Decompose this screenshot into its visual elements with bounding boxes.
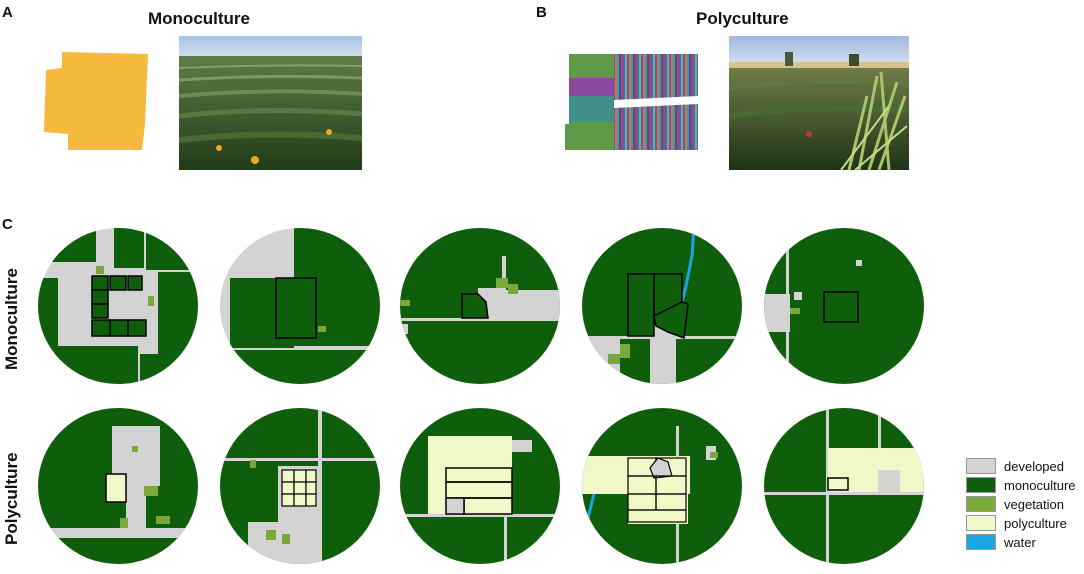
polyculture-field-shape <box>565 54 698 150</box>
map-monoculture-2 <box>220 228 380 384</box>
row-label-polyculture: Polyculture <box>2 452 21 545</box>
legend-swatch-water <box>966 534 996 550</box>
map-polyculture-5 <box>764 408 924 564</box>
panel-letter-b: B <box>536 4 547 21</box>
monoculture-field-shape <box>44 52 148 150</box>
panel-letter-c: C <box>2 216 13 233</box>
legend-label-vegetation: vegetation <box>1004 496 1064 512</box>
legend-swatch-monoculture <box>966 477 996 493</box>
map-polyculture-1 <box>38 408 198 564</box>
map-polyculture-3 <box>400 408 560 564</box>
map-polyculture-2 <box>220 408 380 564</box>
legend-item-developed: developed <box>966 458 1064 474</box>
legend-label-polyculture: polyculture <box>1004 515 1067 531</box>
panel-title-monoculture: Monoculture <box>148 9 250 28</box>
map-polyculture-4 <box>582 408 742 564</box>
legend-swatch-polyculture <box>966 515 996 531</box>
row-label-monoculture: Monoculture <box>2 268 21 370</box>
map-monoculture-1 <box>38 228 198 384</box>
legend-item-vegetation: vegetation <box>966 496 1064 512</box>
map-monoculture-5 <box>764 228 924 384</box>
monoculture-photo <box>179 36 362 170</box>
panel-letter-a: A <box>2 4 13 21</box>
panel-title-polyculture: Polyculture <box>696 9 789 28</box>
legend-swatch-developed <box>966 458 996 474</box>
map-monoculture-4 <box>582 228 742 384</box>
legend-label-water: water <box>1004 534 1036 550</box>
map-monoculture-3 <box>400 228 560 384</box>
legend-item-monoculture: monoculture <box>966 477 1076 493</box>
legend-item-water: water <box>966 534 1036 550</box>
legend-label-monoculture: monoculture <box>1004 477 1076 493</box>
legend-swatch-vegetation <box>966 496 996 512</box>
legend-label-developed: developed <box>1004 458 1064 474</box>
polyculture-photo <box>729 36 909 170</box>
legend-item-polyculture: polyculture <box>966 515 1067 531</box>
